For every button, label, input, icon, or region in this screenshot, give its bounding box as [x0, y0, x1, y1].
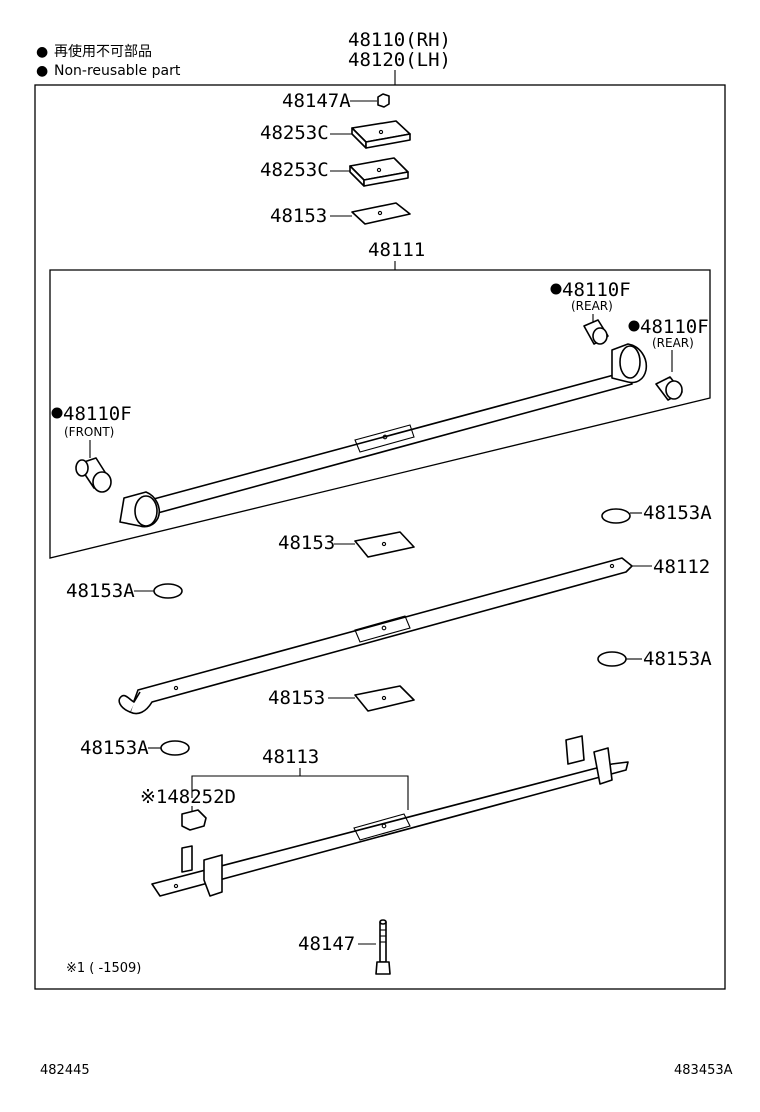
label-48110F-front: 48110F: [63, 403, 132, 425]
label-48111: 48111: [368, 239, 425, 261]
label-48110F-rear2: 48110F: [640, 316, 709, 338]
legend-jp-text: 再使用不可部品: [54, 43, 152, 60]
plate-2-hole: [376, 167, 382, 173]
legend-bullet-en: ●: [36, 63, 48, 79]
leaf-clip-rear: [593, 747, 613, 785]
third-leaf-end-hole: [173, 883, 179, 889]
pad-mid: [354, 531, 415, 558]
pad-low-hole: [381, 695, 387, 701]
figure-code-left: 482445: [40, 1063, 90, 1078]
footnote: ※1 ( -1509): [66, 961, 141, 976]
front-bushing-end: [92, 471, 112, 493]
center-bolt-tip: [379, 919, 387, 925]
leaf-clip-front-tab: [181, 845, 193, 873]
assembly-frame: [34, 84, 726, 990]
rear-eye-bore: [619, 345, 641, 379]
clip-48252D: [181, 809, 207, 831]
non-reusable-mark-front: [51, 407, 63, 419]
label-48153A-right2: 48153A: [643, 648, 712, 670]
hex-nut-icon: [377, 93, 390, 108]
label-48153-top: 48153: [270, 205, 327, 227]
assembly-number-lh: 48120(LH): [348, 49, 451, 71]
spacer-plate-1-front: [365, 133, 411, 149]
main-leaf-center-bolt: [382, 434, 388, 440]
third-leaf-spring: [151, 761, 629, 897]
label-48147A: 48147A: [282, 90, 351, 112]
non-reusable-mark-rear2: [628, 320, 640, 332]
note-rear1: (REAR): [571, 299, 613, 313]
pad-top-hole: [377, 210, 383, 216]
label-48112: 48112: [653, 556, 710, 578]
second-leaf-end-hole: [609, 563, 615, 569]
disc-48153A-right2: [597, 651, 627, 667]
label-48153-low: 48153: [268, 687, 325, 709]
label-48153-mid: 48153: [278, 532, 335, 554]
label-48153A-left1: 48153A: [66, 580, 135, 602]
legend-en-text: Non-reusable part: [54, 63, 181, 79]
label-48147: 48147: [298, 933, 355, 955]
front-bushing-flange: [75, 459, 89, 477]
rear-bushing-2-end: [665, 380, 683, 400]
note-rear2: (REAR): [652, 336, 694, 350]
third-leaf-center-pad: [353, 813, 411, 841]
legend-bullet-jp: ●: [36, 44, 48, 60]
disc-48153A-left2: [160, 740, 190, 756]
second-leaf-front-hole: [173, 685, 179, 691]
label-48252D: ※148252D: [140, 786, 236, 808]
front-eye-bore: [134, 495, 158, 527]
pad-mid-hole: [381, 541, 387, 547]
label-48253C-1: 48253C: [260, 122, 329, 144]
label-48113: 48113: [262, 746, 319, 768]
leaf-clip-front: [203, 854, 223, 897]
label-48110F-rear1: 48110F: [562, 279, 631, 301]
note-front: (FRONT): [64, 425, 114, 439]
second-leaf-center-pad: [354, 615, 411, 643]
disc-48153A-left1: [153, 583, 183, 599]
disc-48153A-right1: [601, 508, 631, 524]
label-48153A-left2: 48153A: [80, 737, 149, 759]
spacer-plate-2-front: [363, 171, 409, 187]
main-leaf-center-pad: [354, 424, 415, 453]
second-leaf-hook: [118, 691, 141, 713]
leaf-clip-rear-tab: [565, 735, 585, 765]
pad-low: [354, 685, 415, 712]
second-leaf-center-bolt: [381, 625, 387, 631]
label-48153A-right1: 48153A: [643, 502, 712, 524]
rear-bushing-1-end: [592, 327, 608, 345]
plate-1-hole: [378, 129, 384, 135]
center-bolt-head: [375, 961, 391, 975]
leaf-assy-subframe: [49, 269, 711, 559]
assembly-number-rh: 48110(RH): [348, 29, 451, 51]
third-leaf-center-bolt: [381, 823, 387, 829]
label-48253C-2: 48253C: [260, 159, 329, 181]
figure-code-right: 483453A: [674, 1063, 733, 1078]
non-reusable-mark-rear1: [550, 283, 562, 295]
